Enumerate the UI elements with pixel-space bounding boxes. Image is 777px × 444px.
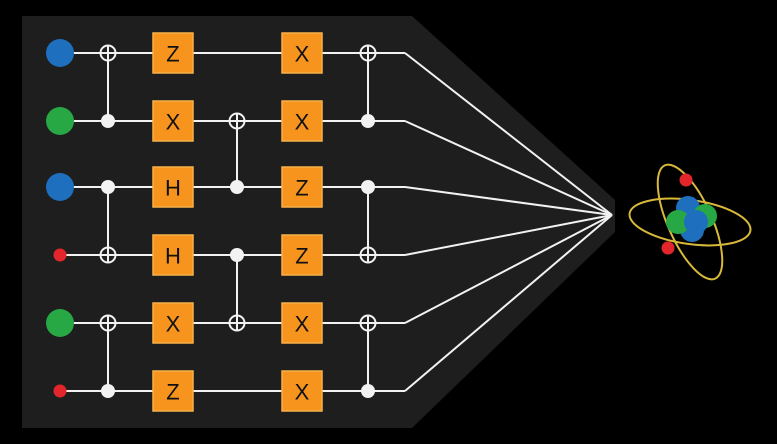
nucleus-particle-green — [666, 210, 690, 234]
cnot-control-dot — [101, 384, 115, 398]
cnot-gates — [99, 44, 377, 398]
gate-x: X — [152, 302, 194, 344]
cnot-control-dot — [230, 180, 244, 194]
gate-label: X — [295, 42, 310, 67]
gate-label: X — [166, 110, 181, 135]
qubit-red-dot — [53, 248, 67, 262]
qubit-inputs — [46, 39, 74, 398]
gate-box — [281, 166, 323, 208]
gate-z: Z — [281, 234, 323, 276]
gate-x: X — [281, 100, 323, 142]
cnot-gate — [99, 44, 117, 128]
cnot-gate — [228, 112, 246, 194]
gate-box — [281, 234, 323, 276]
gate-label: Z — [166, 380, 179, 405]
gate-z: Z — [152, 32, 194, 74]
cnot-control-dot — [361, 180, 375, 194]
electron-red — [679, 173, 693, 187]
cnot-gate — [359, 180, 377, 264]
cnot-control-dot — [361, 114, 375, 128]
gate-box — [281, 100, 323, 142]
gate-box — [152, 234, 194, 276]
gate-x: X — [281, 32, 323, 74]
gate-z: Z — [281, 166, 323, 208]
nucleus-particle-blue — [684, 210, 708, 234]
gate-z: Z — [152, 370, 194, 412]
gate-label: X — [295, 110, 310, 135]
fan-line — [404, 214, 613, 324]
cnot-gate — [99, 180, 117, 264]
cnot-gate — [99, 314, 117, 398]
gate-x: X — [281, 370, 323, 412]
output-fan-lines — [404, 52, 613, 392]
gate-label: X — [166, 312, 181, 337]
fan-line — [404, 214, 613, 392]
gate-box — [152, 100, 194, 142]
qubit-green-dot — [46, 309, 74, 337]
gate-label: X — [295, 312, 310, 337]
fan-line — [404, 52, 613, 216]
gate-label: Z — [295, 244, 308, 269]
qubit-green-dot — [46, 107, 74, 135]
cnot-control-dot — [101, 180, 115, 194]
gate-label: Z — [295, 176, 308, 201]
fan-line — [404, 186, 613, 216]
cnot-gate — [359, 44, 377, 128]
cnot-gate — [228, 248, 246, 332]
single-qubit-gates: Z X H H X Z X X Z Z X X — [152, 32, 323, 412]
electron-red — [661, 241, 675, 255]
qubit-blue-dot — [46, 39, 74, 67]
gate-box — [152, 166, 194, 208]
gate-label: X — [295, 380, 310, 405]
gate-box — [152, 302, 194, 344]
cnot-control-dot — [230, 248, 244, 262]
cnot-control-dot — [361, 384, 375, 398]
gate-x: X — [281, 302, 323, 344]
fan-line — [404, 120, 613, 216]
gate-box — [152, 32, 194, 74]
gate-box — [281, 302, 323, 344]
gate-label: H — [165, 244, 181, 269]
gate-label: H — [165, 176, 181, 201]
qubit-blue-dot — [46, 173, 74, 201]
cnot-control-dot — [101, 114, 115, 128]
gate-h: H — [152, 166, 194, 208]
gate-label: Z — [166, 42, 179, 67]
gate-h: H — [152, 234, 194, 276]
gate-box — [281, 370, 323, 412]
gate-x: X — [152, 100, 194, 142]
fan-line — [404, 214, 613, 256]
gate-box — [152, 370, 194, 412]
qubit-red-dot — [53, 384, 67, 398]
gate-box — [281, 32, 323, 74]
atom-icon — [628, 163, 752, 281]
cnot-gate — [359, 314, 377, 398]
